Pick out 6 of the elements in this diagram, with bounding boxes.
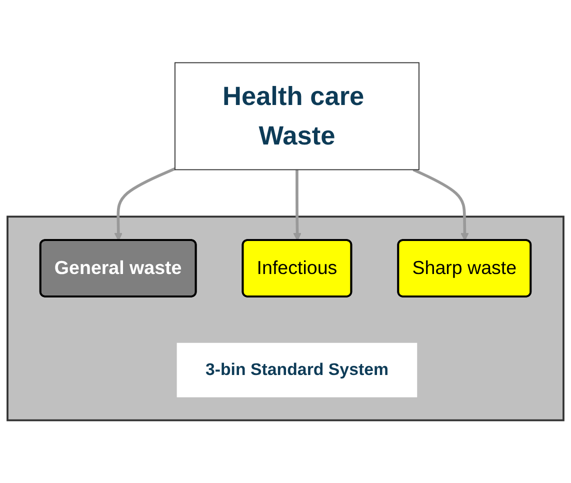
node-box: Health care Waste	[174, 62, 420, 170]
arrow	[412, 168, 469, 241]
arrow	[114, 167, 176, 241]
cluster	[6, 216, 564, 422]
arrow	[293, 170, 302, 241]
node-box: 3-bin Standard System	[176, 342, 418, 398]
